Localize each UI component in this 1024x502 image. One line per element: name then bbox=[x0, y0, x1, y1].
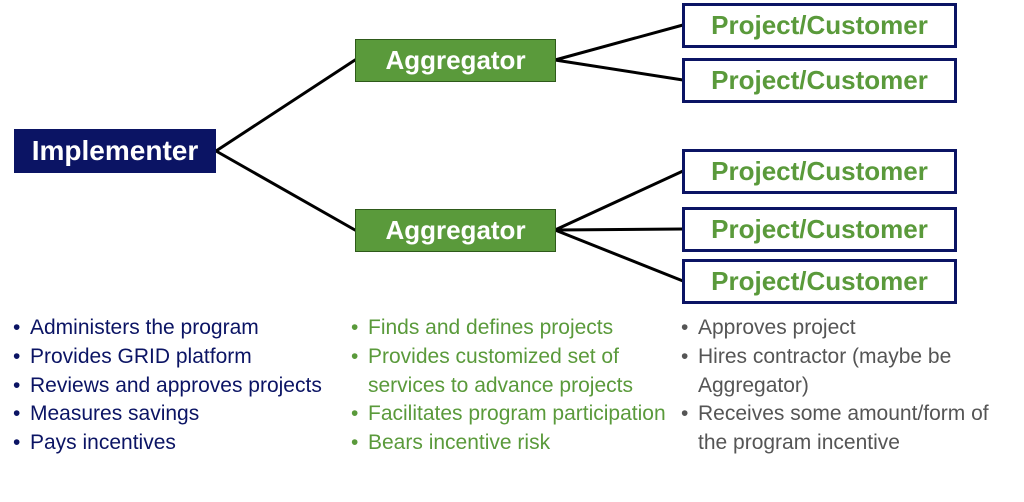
aggregator-responsibility-item: Facilitates program participation bbox=[351, 400, 681, 429]
connector-aggregator-2-project-5 bbox=[553, 228, 685, 283]
project-customer-responsibility-item: Hires contractor (maybe be Aggregator) bbox=[681, 343, 1016, 401]
aggregator-responsibilities: Finds and defines projects Provides cust… bbox=[351, 314, 681, 458]
connector-aggregator-1-project-2 bbox=[553, 58, 685, 82]
implementer-box: Implementer bbox=[14, 129, 216, 173]
implementer-responsibility-item: Pays incentives bbox=[13, 429, 333, 458]
connector-implementer-aggregator-1 bbox=[214, 58, 357, 153]
connector-aggregator-1-project-1 bbox=[553, 23, 685, 62]
project-customer-responsibilities: Approves project Hires contractor (maybe… bbox=[681, 314, 1016, 458]
project-customer-box-5: Project/Customer bbox=[682, 259, 957, 304]
implementer-responsibility-item: Administers the program bbox=[13, 314, 333, 343]
implementer-responsibility-item: Measures savings bbox=[13, 400, 333, 429]
aggregator-box-2: Aggregator bbox=[355, 209, 556, 252]
implementer-responsibility-item: Reviews and approves projects bbox=[13, 372, 333, 401]
implementer-responsibility-item: Provides GRID platform bbox=[13, 343, 333, 372]
connector-aggregator-2-project-3 bbox=[553, 169, 685, 232]
project-customer-responsibility-item: Receives some amount/form of the program… bbox=[681, 400, 1016, 458]
project-customer-box-1: Project/Customer bbox=[682, 3, 957, 48]
project-customer-box-2: Project/Customer bbox=[682, 58, 957, 103]
project-customer-box-3: Project/Customer bbox=[682, 149, 957, 194]
aggregator-responsibility-item: Finds and defines projects bbox=[351, 314, 681, 343]
connector-aggregator-2-project-4 bbox=[553, 227, 685, 232]
aggregator-responsibility-item: Bears incentive risk bbox=[351, 429, 681, 458]
implementer-responsibilities: Administers the program Provides GRID pl… bbox=[13, 314, 333, 458]
connector-implementer-aggregator-2 bbox=[214, 149, 357, 232]
aggregator-box-1: Aggregator bbox=[355, 39, 556, 82]
project-customer-box-4: Project/Customer bbox=[682, 207, 957, 252]
project-customer-responsibility-item: Approves project bbox=[681, 314, 1016, 343]
aggregator-responsibility-item: Provides customized set of services to a… bbox=[351, 343, 681, 401]
